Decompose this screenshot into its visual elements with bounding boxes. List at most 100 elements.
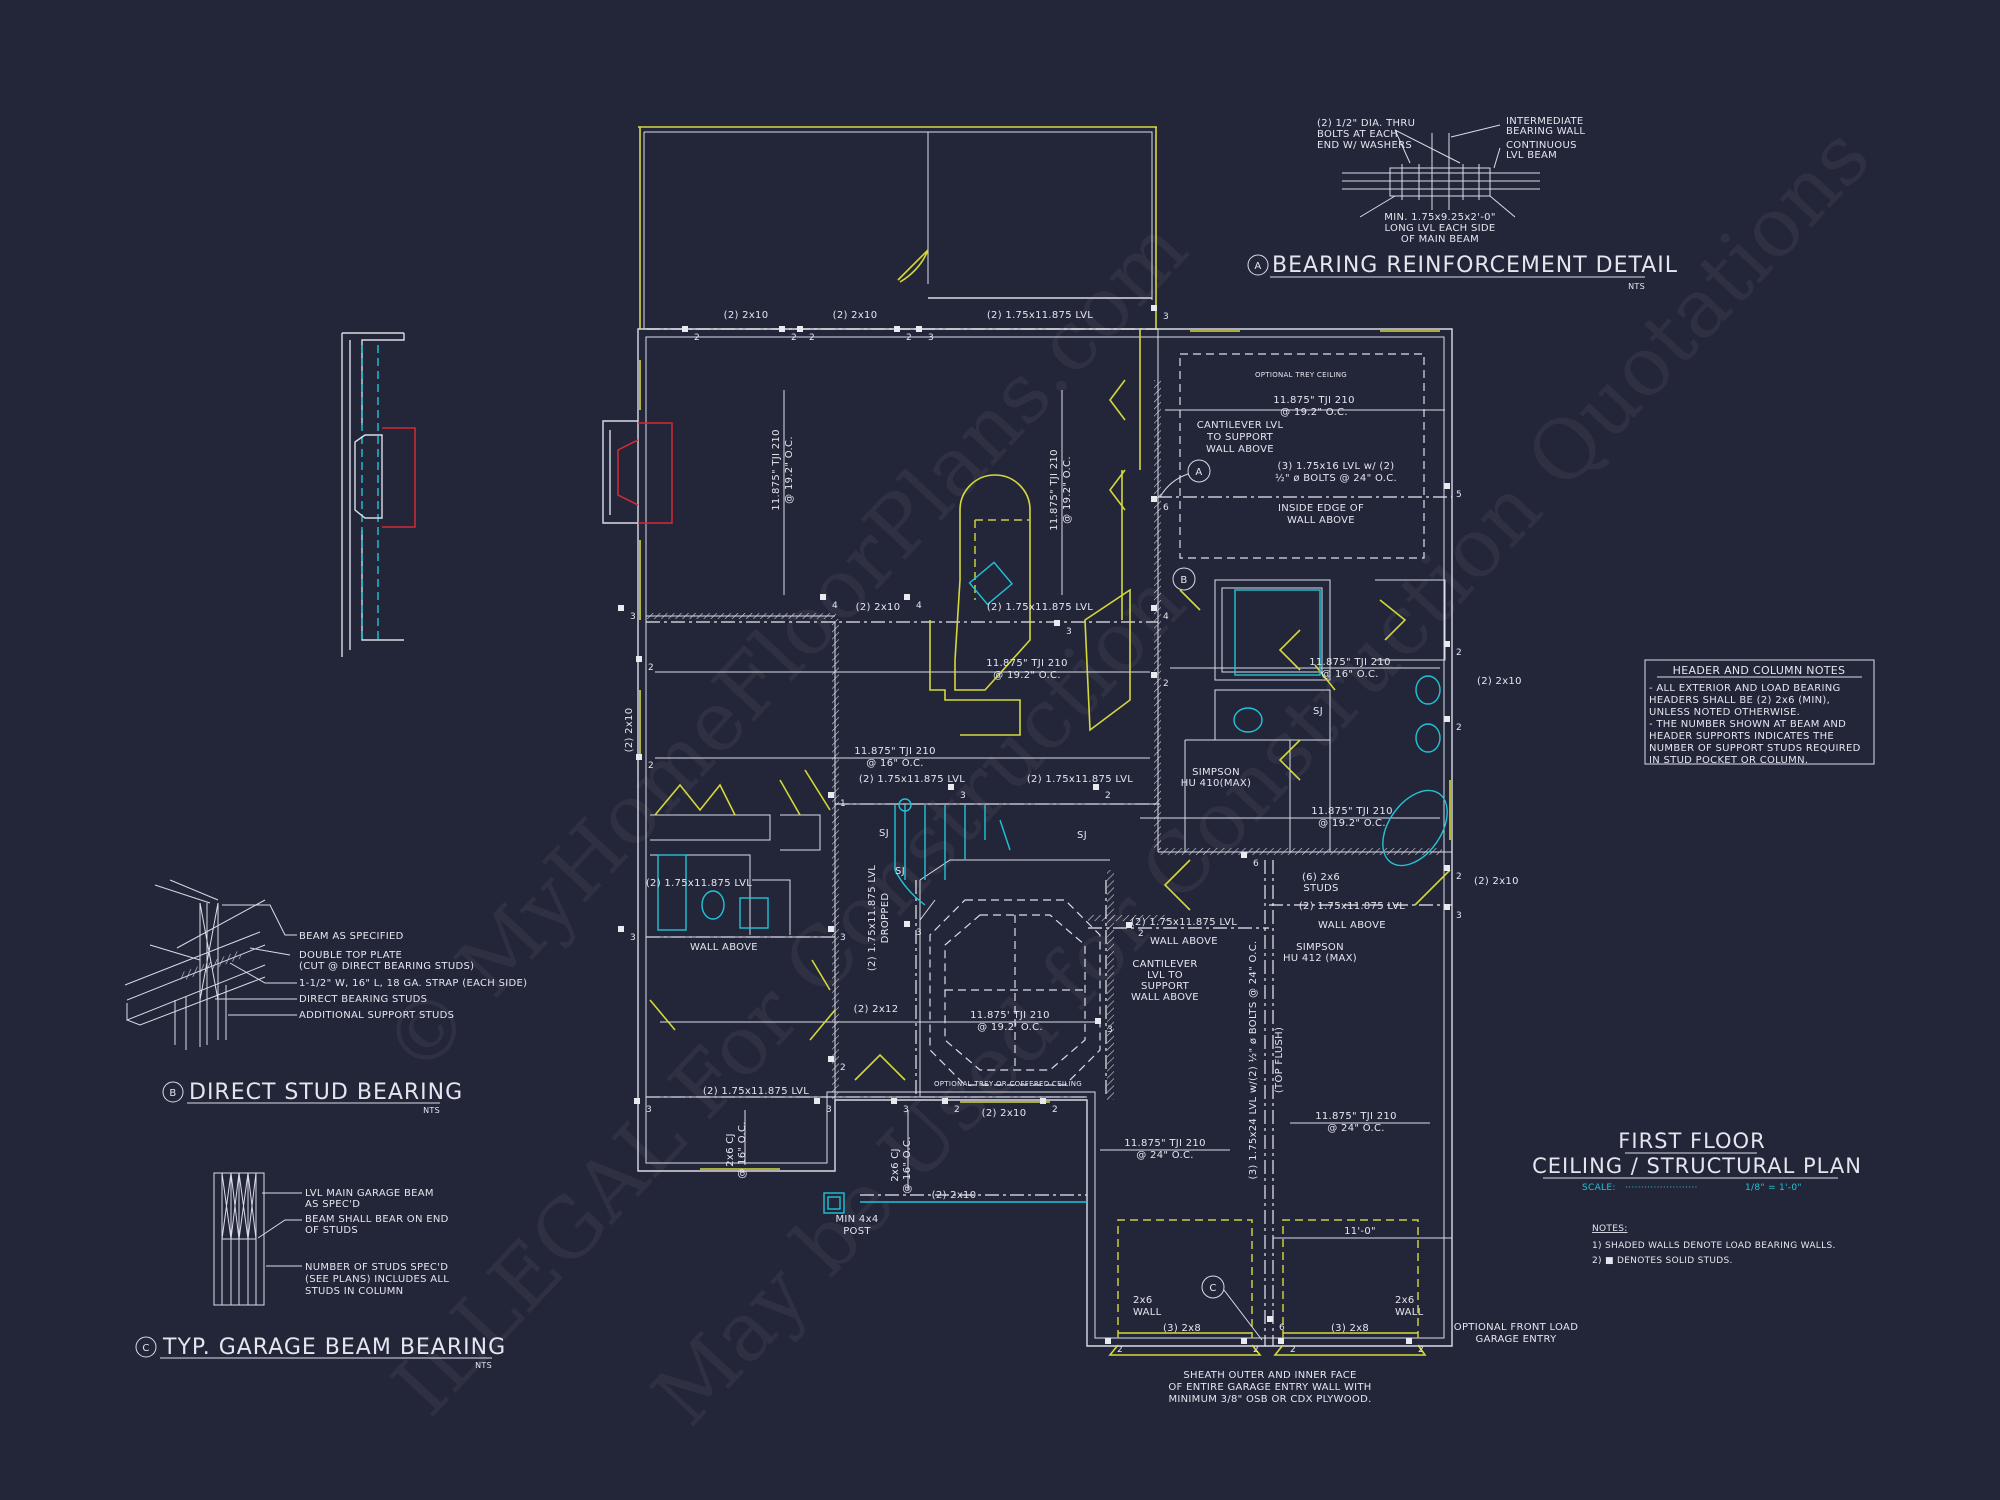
plan-label: @ 16" O.C. (902, 1136, 913, 1194)
detail-b-title: DIRECT STUD BEARING (189, 1080, 463, 1105)
detail-b-callout: 1-1/2" W, 16" L, 18 GA. STRAP (EACH SIDE… (299, 978, 527, 989)
detail-c-garage-beam-bearing: LVL MAIN GARAGE BEAM AS SPEC'D BEAM SHAL… (135, 1172, 505, 1370)
solid-stud-marker (894, 326, 900, 332)
stud-count: 3 (1107, 1025, 1113, 1035)
stud-count: 6 (1253, 859, 1259, 869)
plan-label: SJ (895, 866, 905, 877)
scale-leader: ······················· (1625, 1183, 1698, 1193)
stud-count: 3 (928, 333, 934, 343)
plan-label: 2x6 (1133, 1295, 1153, 1306)
plan-label: (2) 2x10 (932, 1190, 977, 1201)
plan-label: 11.875" TJI 210 (1311, 806, 1393, 817)
plan-label: @ 19.2" O.C. (993, 670, 1061, 681)
detail-b-marker: B (169, 1088, 176, 1099)
plan-label: @ 19.2" O.C. (1062, 456, 1073, 524)
plan-label: SIMPSON (1192, 767, 1240, 778)
detail-a-callout: INTERMEDIATE (1506, 116, 1584, 127)
stud-count: 2 (1290, 1345, 1296, 1355)
stud-count: 2 (1163, 679, 1169, 689)
plan-label: 11.875" TJI 210 (986, 658, 1068, 669)
detail-a-callout: END W/ WASHERS (1317, 140, 1412, 151)
plan-label: OPTIONAL TREY CEILING (1255, 371, 1347, 379)
detail-c-callout: STUDS IN COLUMN (305, 1286, 403, 1297)
plan-label: 11.875" TJI 210 (771, 429, 782, 511)
plan-label: WALL ABOVE (1150, 936, 1218, 947)
plan-label: 2x6 (1395, 1295, 1415, 1306)
plan-label: @ 19.2" O.C. (1280, 407, 1348, 418)
plan-label: MINIMUM 3/8" OSB OR CDX PLYWOOD. (1168, 1394, 1371, 1405)
stud-count: 4 (1163, 612, 1169, 622)
header-note-line: - THE NUMBER SHOWN AT BEAM AND (1649, 719, 1846, 730)
stud-count: 3 (960, 791, 966, 801)
plan-label: ½" ø BOLTS @ 24" O.C. (1275, 472, 1397, 484)
plan-label: MIN 4x4 (836, 1214, 879, 1225)
plan-label: @ 19.2" O.C. (1318, 818, 1386, 829)
stud-count: 4 (916, 601, 922, 611)
solid-stud-marker (1105, 1338, 1111, 1344)
detail-a-callout: BEARING WALL (1506, 126, 1585, 137)
plan-label: 11.875" TJI 210 (1124, 1138, 1206, 1149)
sheet-title-line2: CEILING / STRUCTURAL PLAN (1532, 1154, 1862, 1178)
stud-count: 3 (1066, 627, 1072, 637)
notes-heading: NOTES: (1592, 1224, 1628, 1234)
detail-a-callout: (2) 1/2" DIA. THRU (1317, 118, 1415, 129)
plan-label: 2x6 CJ (725, 1133, 736, 1167)
plan-label: (2) 1.75x11.875 LVL (703, 1086, 809, 1097)
header-column-notes: HEADER AND COLUMN NOTES - ALL EXTERIOR A… (1644, 659, 1875, 766)
plan-label: HU 412 (MAX) (1283, 953, 1357, 964)
detail-a-callout: LONG LVL EACH SIDE (1385, 223, 1496, 234)
detail-a-title: BEARING REINFORCEMENT DETAIL (1272, 253, 1678, 278)
solid-stud-marker (618, 926, 624, 932)
solid-stud-marker (1093, 784, 1099, 790)
stud-count: 2 (1138, 929, 1144, 939)
solid-stud-marker (1444, 641, 1450, 647)
plan-label: (2) 2x10 (982, 1108, 1027, 1119)
plan-label: (2) 2x10 (833, 310, 878, 321)
plan-label: WALL ABOVE (1318, 920, 1386, 931)
stud-count: 3 (826, 1105, 832, 1115)
plan-label: WALL ABOVE (1131, 992, 1199, 1003)
stud-count: 3 (646, 1105, 652, 1115)
header-note-line: IN STUD POCKET OR COLUMN. (1649, 755, 1808, 766)
plan-label: CANTILEVER (1132, 959, 1197, 970)
plan-label: WALL ABOVE (690, 942, 758, 953)
plan-label: POST (843, 1226, 871, 1237)
plan-labels: (2) 2x10 (2) 2x10 (2) 1.75x11.875 LVL 11.87… (624, 310, 1578, 1405)
stud-count: 2 (840, 1063, 846, 1073)
section-marker-a: A (1195, 467, 1202, 478)
detail-a-callout: CONTINUOUS (1506, 140, 1577, 151)
plan-label: SUPPORT (1141, 981, 1190, 992)
header-note-line: UNLESS NOTED OTHERWISE. (1649, 707, 1800, 718)
solid-stud-marker (904, 921, 910, 927)
detail-c-callout: BEAM SHALL BEAR ON END (305, 1214, 449, 1225)
joist-span-arrows (655, 390, 1452, 1239)
plan-label: (3) 2x8 (1163, 1323, 1201, 1334)
plan-label: SIMPSON (1296, 942, 1344, 953)
stud-count: 2 (648, 761, 654, 771)
header-note-line: NUMBER OF SUPPORT STUDS REQUIRED (1649, 743, 1861, 754)
plan-label: (2) 1.75x11.875 LVL (867, 865, 878, 971)
plan-label: @ 19.2' O.C. (977, 1022, 1043, 1033)
stud-count: 3 (630, 933, 636, 943)
stud-count: 3 (840, 933, 846, 943)
solid-stud-marker (1278, 1338, 1284, 1344)
plan-label: WALL (1395, 1307, 1424, 1318)
plan-label: (2) 1.75x11.875 LVL (1131, 917, 1237, 928)
solid-stud-marker (779, 326, 785, 332)
plan-label: WALL ABOVE (1287, 515, 1355, 526)
plan-label: 11.875" TJI 210 (1315, 1111, 1397, 1122)
plan-label: (3) 2x8 (1331, 1323, 1369, 1334)
section-markers: A B C (1159, 459, 1263, 1341)
solid-stud-marker (1444, 483, 1450, 489)
detail-b-direct-stud-bearing: BEAM AS SPECIFIED DOUBLE TOP PLATE (CUT … (124, 879, 527, 1115)
solid-stud-marker (1151, 496, 1157, 502)
solid-stud-marker (1241, 852, 1247, 858)
detail-a-callout: OF MAIN BEAM (1401, 234, 1479, 245)
plan-label: 11.875" TJI 210 (854, 746, 936, 757)
detail-b-callout: DOUBLE TOP PLATE (299, 950, 402, 961)
stud-count: 6 (1279, 1323, 1285, 1333)
plan-label: GARAGE ENTRY (1476, 1334, 1558, 1345)
plan-label: @ 16" O.C. (737, 1121, 748, 1179)
solid-stud-marker (828, 926, 834, 932)
plan-label: (2) 1.75x11.875 LVL (987, 310, 1093, 321)
